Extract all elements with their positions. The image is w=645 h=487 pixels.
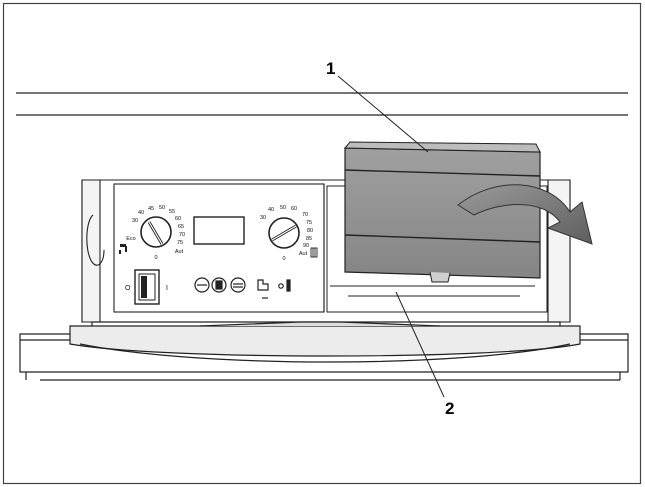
left-dial-tick: 70 bbox=[179, 232, 185, 238]
left-dial-label-zero: 0 bbox=[154, 255, 157, 261]
right-dial-tick: 85 bbox=[306, 236, 312, 242]
left-dial-tick: 75 bbox=[177, 240, 183, 246]
callout-1: 1 bbox=[326, 59, 429, 153]
right-dial-tick: 40 bbox=[268, 207, 274, 213]
service-button-icon[interactable] bbox=[211, 277, 227, 293]
left-dial-tick: 40 bbox=[138, 210, 144, 216]
button-row bbox=[194, 277, 291, 299]
bottom-flap bbox=[19, 321, 629, 381]
chimney-sweep-icon[interactable] bbox=[257, 279, 269, 299]
switch-label-on: I bbox=[166, 285, 168, 292]
main-switch[interactable]: O I bbox=[125, 269, 168, 305]
left-temperature-dial[interactable]: 30 40 45 50 55 60 65 70 75 Eco Aut 0 bbox=[119, 205, 185, 261]
right-dial-tick: 80 bbox=[307, 228, 313, 234]
callout-1-label: 1 bbox=[326, 59, 335, 78]
right-dial-tick: 70 bbox=[302, 212, 308, 218]
callout-2: 2 bbox=[395, 291, 454, 418]
callout-2-label: 2 bbox=[445, 399, 454, 418]
left-dial-label-eco: Eco bbox=[126, 236, 135, 242]
right-dial-tick: 90 bbox=[303, 243, 309, 249]
open-direction-arrow bbox=[457, 184, 593, 245]
right-dial-tick: 75 bbox=[306, 220, 312, 226]
radiator-icon bbox=[310, 247, 318, 258]
right-dial-label-zero: 0 bbox=[282, 256, 285, 262]
right-dial-tick: 60 bbox=[291, 206, 297, 212]
left-dial-tick: 55 bbox=[169, 209, 175, 215]
tap-icon bbox=[119, 244, 127, 254]
left-dial-tick: 45 bbox=[148, 206, 154, 212]
left-dial-tick: 65 bbox=[178, 224, 184, 230]
indicator-lamp-icon bbox=[278, 279, 291, 292]
right-dial-scale: 30 40 50 60 70 75 80 85 90 Aut 0 bbox=[260, 205, 313, 262]
right-dial-tick: 30 bbox=[260, 215, 266, 221]
left-dial-scale: 30 40 45 50 55 60 65 70 75 Eco Aut 0 bbox=[126, 205, 185, 261]
left-dial-tick: 60 bbox=[175, 216, 181, 222]
info-button-icon[interactable] bbox=[230, 277, 246, 293]
reset-button-icon[interactable] bbox=[194, 277, 210, 293]
right-dial-tick: 50 bbox=[280, 205, 286, 211]
switch-label-off: O bbox=[125, 285, 131, 292]
digital-display bbox=[193, 216, 245, 245]
left-dial-label-aut: Aut bbox=[175, 249, 184, 255]
right-temperature-dial[interactable]: 30 40 50 60 70 75 80 85 90 Aut 0 bbox=[260, 205, 318, 262]
hinged-cover[interactable] bbox=[343, 141, 541, 283]
left-dial-tick: 30 bbox=[132, 218, 138, 224]
left-dial-tick: 50 bbox=[159, 205, 165, 211]
right-dial-label-aut: Aut bbox=[299, 251, 308, 257]
